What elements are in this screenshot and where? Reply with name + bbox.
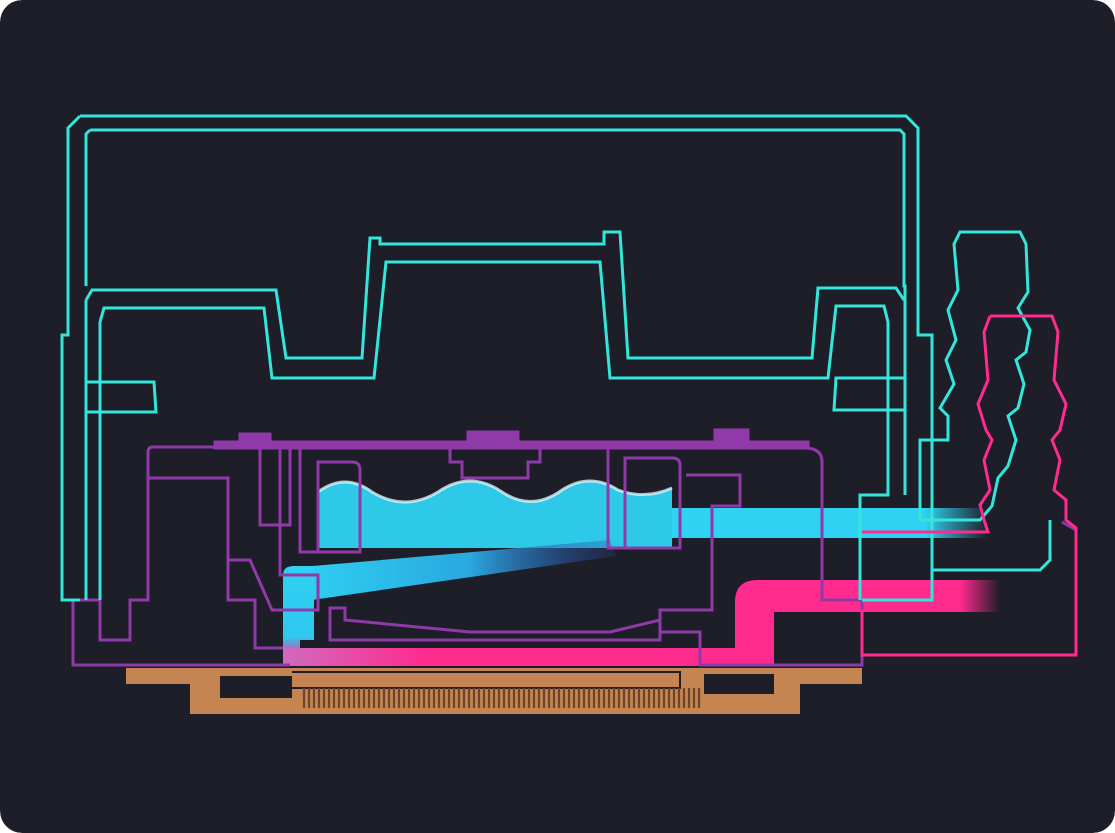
inlet-return-line [930,520,1052,600]
coolant-wave-highlight [317,479,673,504]
housing-right-ledge [832,376,904,412]
block-left-inner [226,478,283,650]
coolant-flows [283,479,1000,666]
coolant-reservoir [318,481,672,548]
housing-upper-step-inner [98,260,890,380]
block-body [146,445,320,612]
block-left-pocket [258,448,292,527]
block-inner-wedge [328,606,662,642]
housing-left-ledge [86,380,158,414]
cold-plate-cutout-left [220,676,292,698]
housing-left-wall [84,300,102,600]
housing-shell-inner [84,128,907,495]
block-right-body [606,448,682,550]
outlet-barb-body [860,314,1078,657]
inlet-barb [918,230,1032,522]
block-right-port [686,473,742,612]
cold-plate-cutout-right [704,674,774,694]
housing-upper-step [84,230,906,360]
cold-plate-fins [302,688,701,708]
block-right-outer [658,446,864,667]
coolant-outlet-riser [735,580,1000,665]
outlet-barb [860,314,1078,657]
top-clamp-plate [213,428,810,450]
housing-right-wall [858,322,890,600]
cold-plate-contact-line [292,671,681,689]
cold-plate [126,668,862,714]
coolant-hot-plate-band [283,648,755,666]
block-outline [71,428,1078,667]
housing-outline [60,114,1052,602]
block-channel-wall-a [298,448,362,554]
coolant-downcomer [283,566,314,660]
coolant-diagonal-channel [290,540,616,600]
block-center-boss [448,448,542,480]
